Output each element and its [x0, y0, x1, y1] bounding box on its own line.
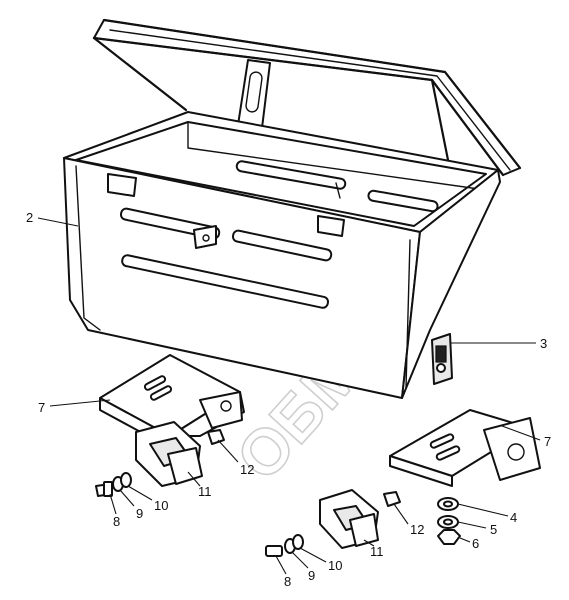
bracket-right — [389, 409, 541, 487]
callout-3: 3 — [540, 336, 547, 351]
callout-10-right: 10 — [328, 558, 342, 573]
nut-washer-stack — [437, 497, 461, 545]
callout-11-right: 11 — [370, 544, 384, 559]
callout-9-right: 9 — [308, 568, 315, 583]
leader-lines — [37, 217, 541, 575]
callout-12-right: 12 — [410, 522, 424, 537]
callout-7-left: 7 — [38, 400, 45, 415]
callout-6: 6 — [472, 536, 479, 551]
callout-7-right: 7 — [544, 434, 551, 449]
callout-10-left: 10 — [154, 498, 168, 513]
box-body — [63, 111, 501, 399]
callout-11-left: 11 — [198, 484, 212, 499]
callout-2: 2 — [26, 210, 33, 225]
side-lock — [431, 333, 453, 385]
callout-8-left: 8 — [113, 514, 120, 529]
callout-9-left: 9 — [136, 506, 143, 521]
callout-5: 5 — [490, 522, 497, 537]
callout-12-left: 12 — [240, 462, 254, 477]
callouts: 2 3 7 7 4 5 6 8 9 10 11 12 8 9 10 11 12 — [26, 210, 551, 589]
clamp-right — [265, 489, 401, 557]
clamp-left — [95, 421, 225, 497]
callout-8-right: 8 — [284, 574, 291, 589]
callout-4: 4 — [510, 510, 517, 525]
box-lid — [92, 18, 522, 177]
